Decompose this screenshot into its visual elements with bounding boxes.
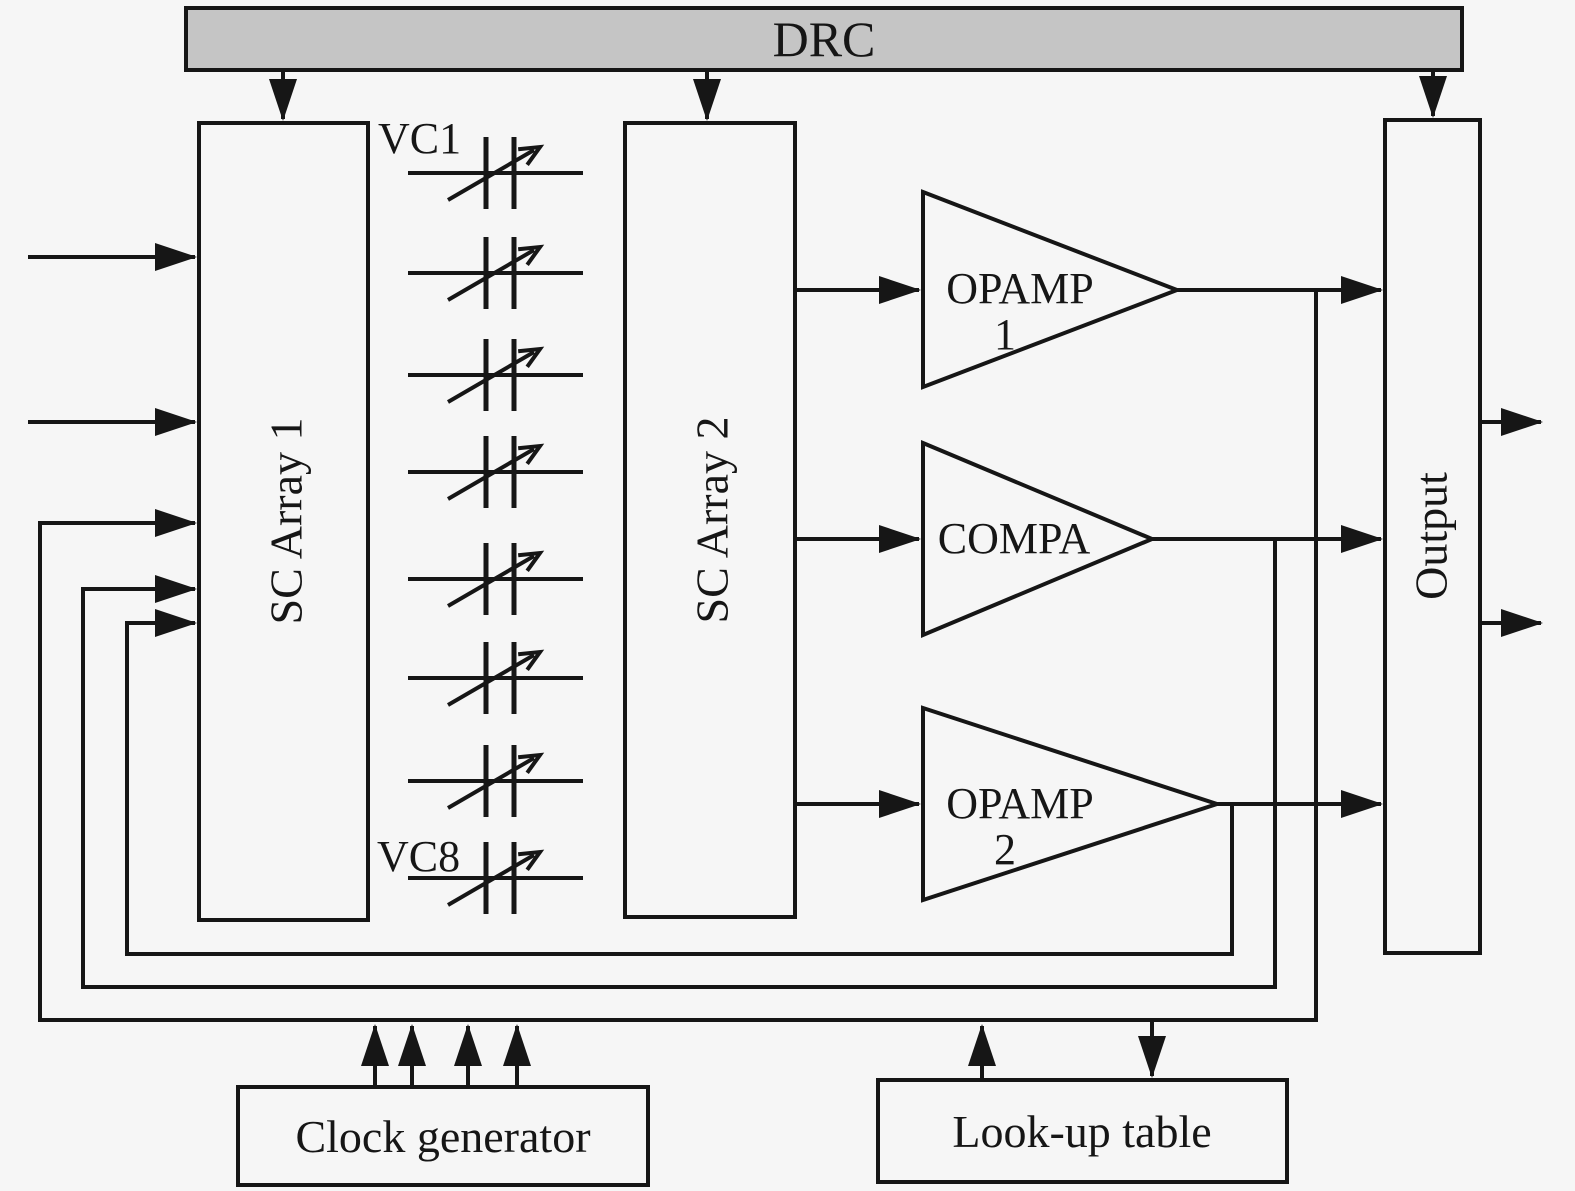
compa-label: COMPA <box>938 514 1091 563</box>
feedback-loop-compa <box>81 539 1277 989</box>
output-label: Output <box>1406 472 1457 600</box>
vc-symbol-2 <box>408 237 583 309</box>
opamp-1-index: 1 <box>994 310 1016 359</box>
sc-array-2-label: SC Array 2 <box>687 417 738 624</box>
opamp-2-triangle <box>921 705 1224 903</box>
feedback-loop-opamp-2 <box>125 609 1234 956</box>
vc8-label: VC8 <box>377 832 460 881</box>
clock-generator-label: Clock generator <box>295 1111 590 1162</box>
opamp-2: OPAMP 2 <box>921 705 1224 903</box>
clock-generator-block: Clock generator <box>236 1085 650 1187</box>
compa: COMPA <box>921 439 1158 639</box>
vc1-label: VC1 <box>378 114 461 163</box>
output-block: Output <box>1383 118 1482 955</box>
vc-symbol-5 <box>408 543 583 615</box>
drc-label: DRC <box>773 11 876 67</box>
sc-array-1-label: SC Array 1 <box>261 418 312 625</box>
feedback-loop-opamp-1 <box>38 290 1318 1022</box>
look-up-table-block: Look-up table <box>876 1078 1289 1184</box>
vc-symbol-3 <box>408 339 583 411</box>
opamp-2-label: OPAMP <box>946 779 1094 828</box>
compa-triangle <box>921 439 1158 639</box>
opamp-1-label: OPAMP <box>946 264 1094 313</box>
opamp-1-triangle <box>921 189 1183 390</box>
vc-symbol-4 <box>408 436 583 508</box>
opamp-2-index: 2 <box>994 825 1016 874</box>
vc-symbol-6 <box>408 642 583 714</box>
varactor-column: VC1 VC8 <box>377 114 583 914</box>
sc-array-1-block: SC Array 1 <box>197 121 370 922</box>
vc-symbol-7 <box>408 745 583 817</box>
sc-array-2-block: SC Array 2 <box>623 121 797 919</box>
opamp-1: OPAMP 1 <box>921 189 1183 390</box>
drc-block: DRC <box>184 6 1464 72</box>
look-up-table-label: Look-up table <box>952 1106 1211 1157</box>
